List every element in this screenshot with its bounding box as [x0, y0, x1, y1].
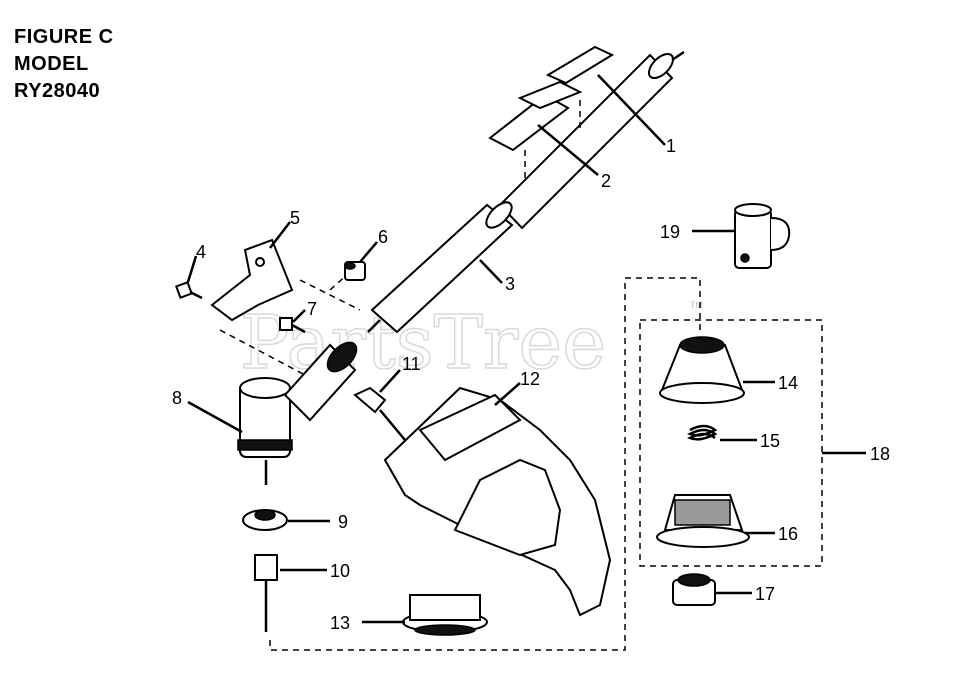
callout-18: 18 — [870, 444, 890, 464]
part-16-spool — [656, 494, 750, 548]
part-19-tool — [734, 203, 791, 269]
callout-11: 11 — [402, 354, 421, 374]
part-11-wing-nut — [353, 386, 406, 441]
callout-7: 7 — [307, 299, 317, 319]
callout-16: 16 — [778, 524, 798, 544]
watermark: PartsTree — [240, 300, 606, 386]
callout-9: 9 — [338, 512, 348, 532]
part-13-hub — [402, 594, 488, 636]
callout-13: 13 — [330, 613, 350, 633]
kit-outline-18 — [639, 319, 823, 567]
part-3-lower-shaft — [367, 201, 514, 334]
callout-leaders — [186, 74, 866, 624]
part-4-screw — [175, 281, 203, 300]
kit-outline-13 — [269, 277, 701, 651]
figure-label: FIGURE C — [14, 26, 114, 48]
callout-19: 19 — [660, 222, 680, 242]
callout-5: 5 — [290, 208, 300, 228]
callout-3: 3 — [505, 274, 515, 294]
callout-17: 17 — [755, 584, 775, 604]
callout-12: 12 — [520, 369, 540, 389]
part-1-upper-shaft — [498, 50, 685, 230]
part-8-gearbox — [237, 341, 358, 485]
callout-4: 4 — [196, 242, 206, 262]
part-10-bolt — [254, 554, 278, 632]
callout-15: 15 — [760, 431, 780, 451]
part-17-knob — [672, 573, 716, 606]
part-9-washer — [242, 509, 288, 531]
assembly-line-a — [299, 279, 361, 311]
callout-6: 6 — [378, 227, 388, 247]
part-5-bracket — [210, 238, 294, 322]
callout-10: 10 — [330, 561, 350, 581]
part-6-spacer — [344, 261, 366, 281]
model-number: RY28040 — [14, 80, 101, 102]
part-12-guard — [383, 386, 612, 617]
assembly-line-c — [219, 329, 306, 376]
figure-title: FIGURE C MODEL RY28040 — [14, 24, 114, 105]
callout-numbers: 1 2 3 4 5 6 7 8 9 10 11 12 13 14 15 16 1… — [172, 136, 890, 633]
watermark-tm: TM — [690, 300, 703, 310]
callout-14: 14 — [778, 373, 798, 393]
part-7-bolt — [279, 317, 306, 334]
callout-8: 8 — [172, 388, 182, 408]
part-14-spool-cover — [659, 336, 745, 404]
model-label: MODEL — [14, 53, 89, 75]
callout-2: 2 — [601, 171, 611, 191]
part-2-decals — [488, 45, 615, 178]
callout-1: 1 — [666, 136, 676, 156]
part-15-spring — [687, 424, 718, 441]
